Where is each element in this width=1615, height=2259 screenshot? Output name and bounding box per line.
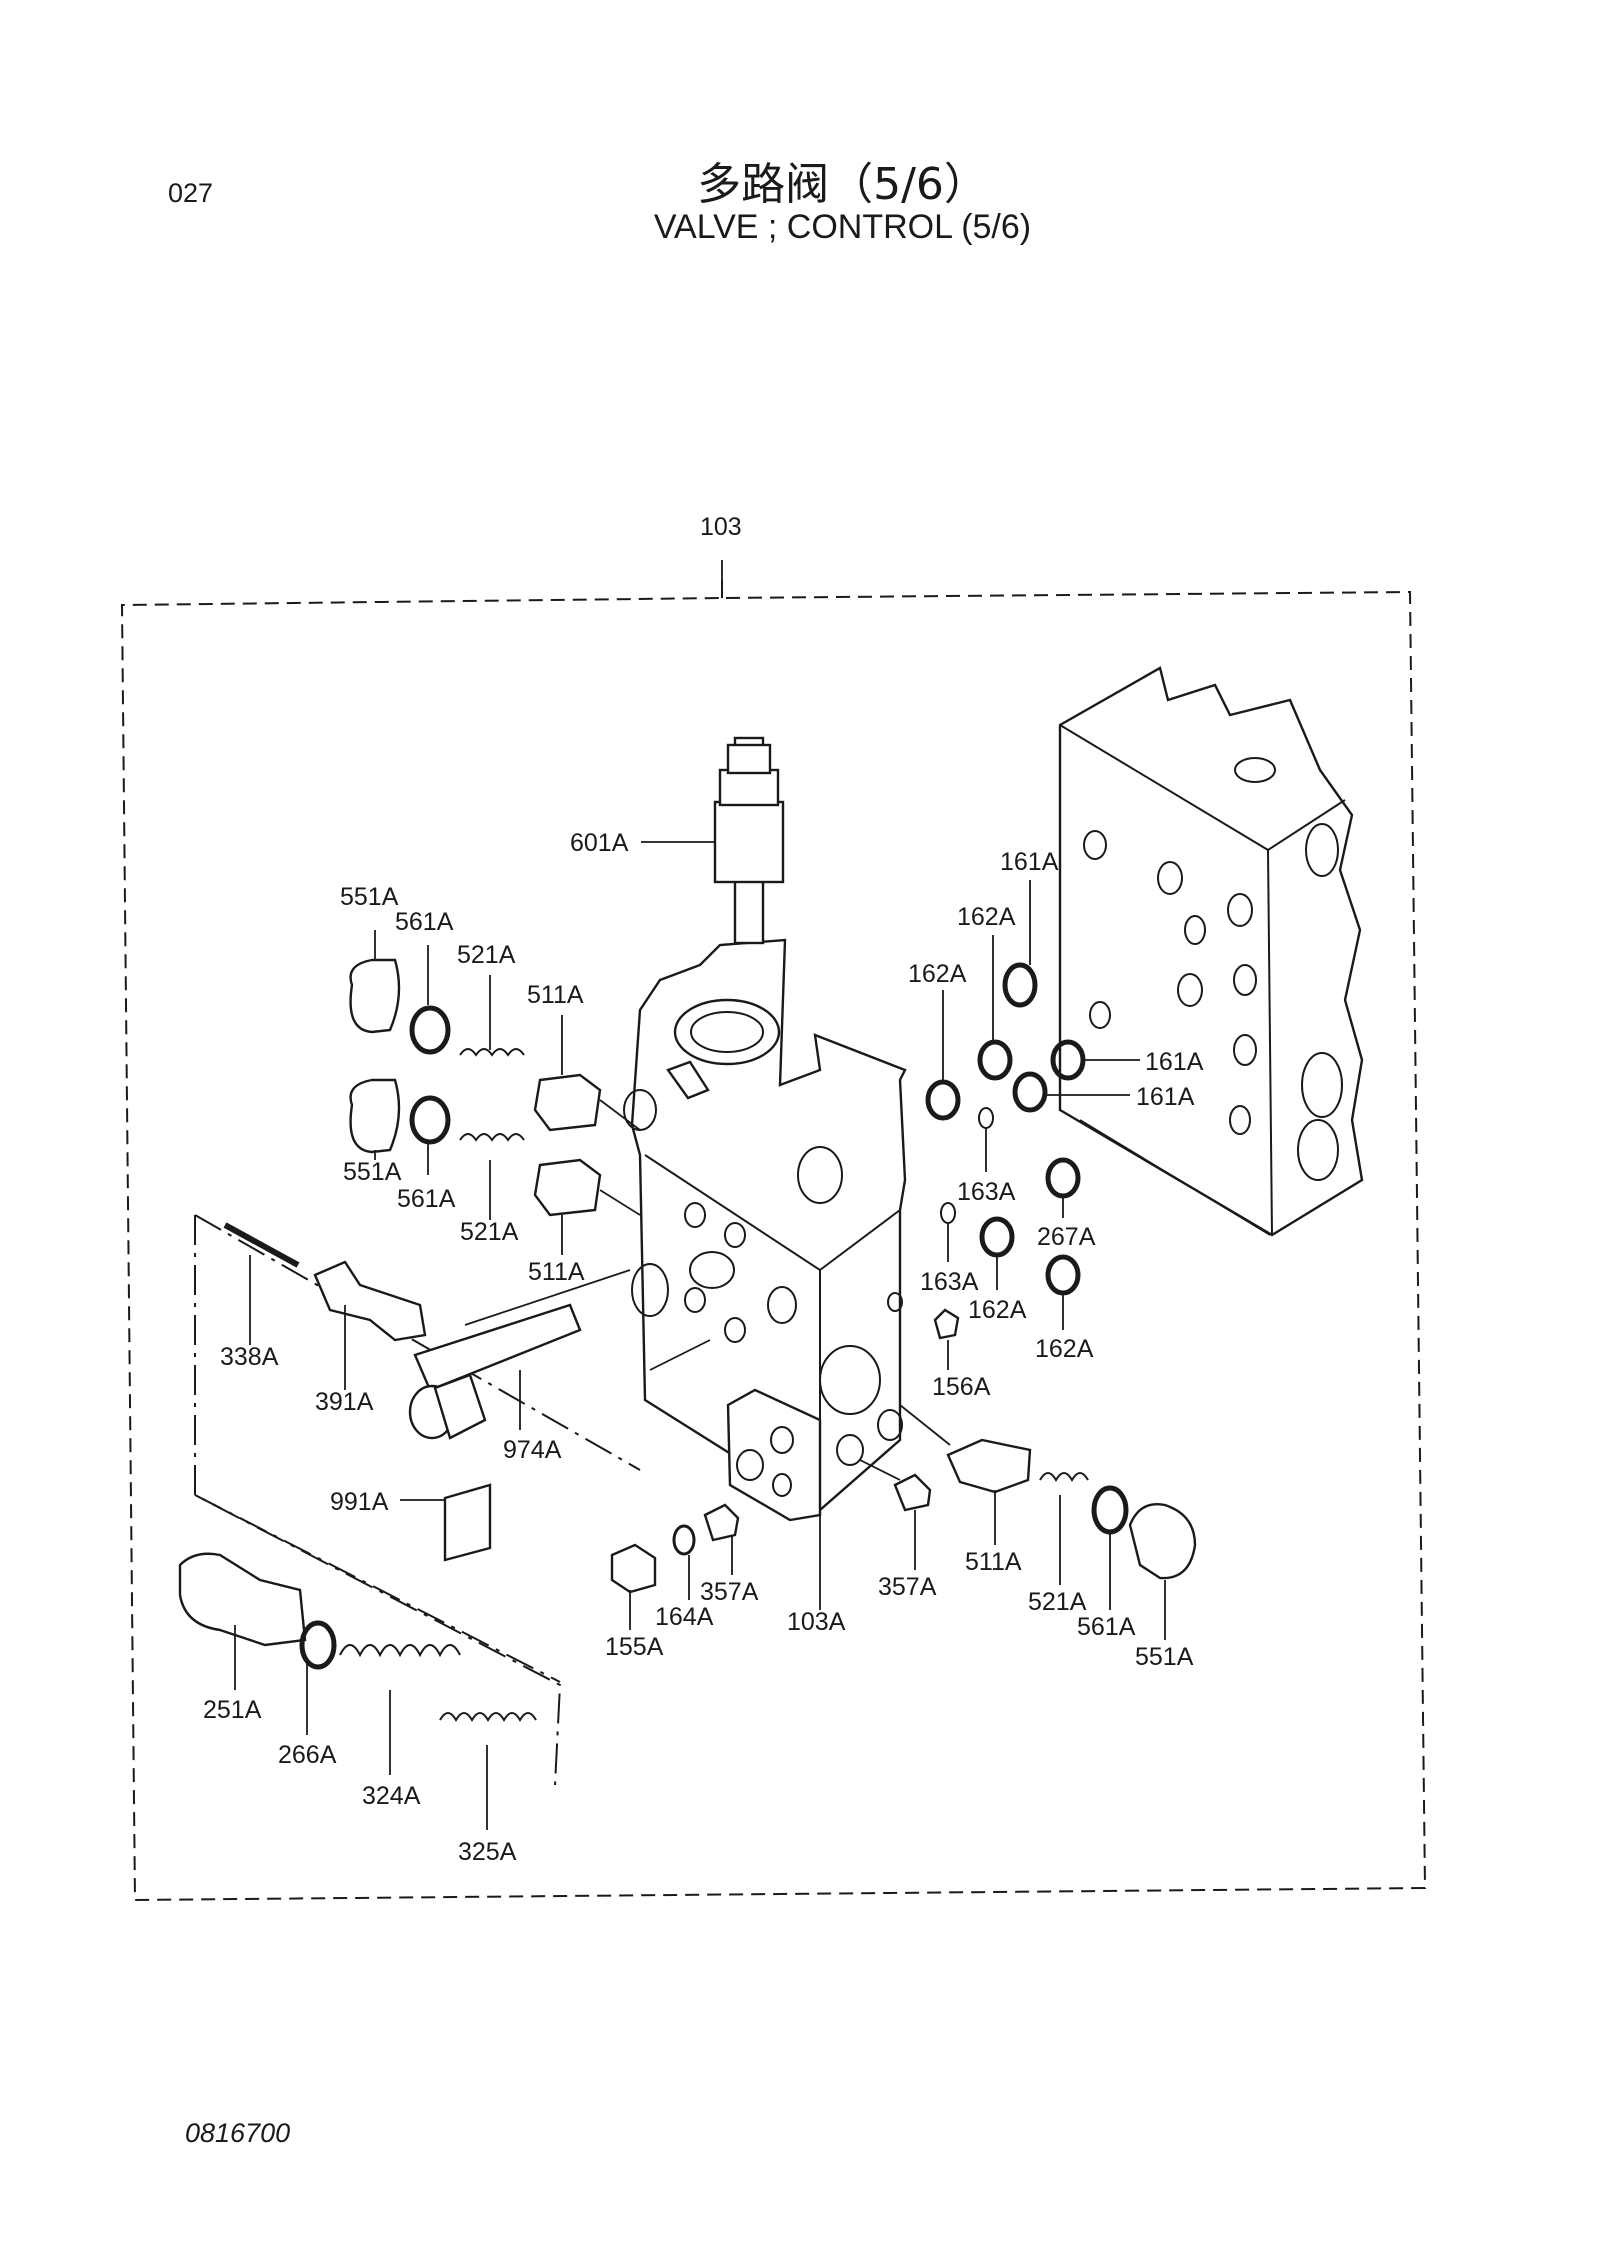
label-561A-2: 561A: [397, 1185, 456, 1213]
label-162A-2: 162A: [908, 960, 967, 988]
label-511A-3: 511A: [965, 1548, 1022, 1576]
label-551A-2: 551A: [343, 1158, 402, 1186]
label-561A-3: 561A: [1077, 1613, 1136, 1641]
label-551A-3: 551A: [1135, 1643, 1194, 1671]
label-161A-2: 161A: [1145, 1048, 1204, 1076]
label-156A: 156A: [932, 1373, 991, 1401]
bottom-center-parts: 155A 164A 357A 103A 357A 511A 521A 561A …: [605, 1292, 1197, 1671]
label-161A-3: 161A: [1136, 1083, 1195, 1111]
label-155A: 155A: [605, 1633, 664, 1661]
label-163A-1: 163A: [957, 1178, 1016, 1206]
label-251A: 251A: [203, 1696, 262, 1724]
label-521A-1: 521A: [457, 941, 516, 969]
adjacent-valve-block: [1058, 666, 1364, 1237]
label-162A-3: 162A: [968, 1296, 1027, 1324]
label-162A-4: 162A: [1035, 1335, 1094, 1363]
label-511A-2: 511A: [528, 1258, 585, 1286]
right-o-rings: 161A 162A 162A 161A 161A 163A 267A 163A …: [908, 848, 1204, 1363]
label-511A-1: 511A: [527, 981, 584, 1009]
label-164A: 164A: [655, 1603, 714, 1631]
label-551A-1: 551A: [340, 883, 399, 911]
relief-valve-601A: 601A: [570, 736, 785, 945]
label-521A-2: 521A: [460, 1218, 519, 1246]
label-162A-1: 162A: [957, 903, 1016, 931]
title-chinese: 多路阀（5/6）: [697, 159, 988, 210]
lower-left-parts: 338A 391A 974A 991A 251A 266A 324A 325A: [178, 1214, 641, 1866]
assembly-guide-lines: [464, 1099, 1271, 1481]
valve-body-103A: [623, 938, 907, 1522]
document-id: 0816700: [185, 2118, 291, 2148]
label-338A: 338A: [220, 1343, 279, 1371]
label-163A-2: 163A: [920, 1268, 979, 1296]
assembly-103-boundary: 103: [120, 513, 1427, 1902]
upper-left-parts: 551A 561A 521A 511A 551A 561A 521A 511A: [340, 883, 602, 1286]
label-357A-1: 357A: [700, 1578, 759, 1606]
label-357A-2: 357A: [878, 1573, 937, 1601]
page-number: 027: [168, 178, 214, 208]
label-103A: 103A: [787, 1608, 846, 1636]
label-561A-1: 561A: [395, 908, 454, 936]
label-103: 103: [700, 513, 742, 541]
label-991A: 991A: [330, 1488, 389, 1516]
label-267A: 267A: [1037, 1223, 1096, 1251]
label-391A: 391A: [315, 1388, 374, 1416]
label-521A-3: 521A: [1028, 1588, 1087, 1616]
label-325A: 325A: [458, 1838, 517, 1866]
label-266A: 266A: [278, 1741, 337, 1769]
label-161A-1: 161A: [1000, 848, 1059, 876]
title-english: VALVE ; CONTROL (5/6): [653, 208, 1032, 246]
label-601A: 601A: [570, 829, 629, 857]
label-324A: 324A: [362, 1782, 421, 1810]
label-974A: 974A: [503, 1436, 562, 1464]
